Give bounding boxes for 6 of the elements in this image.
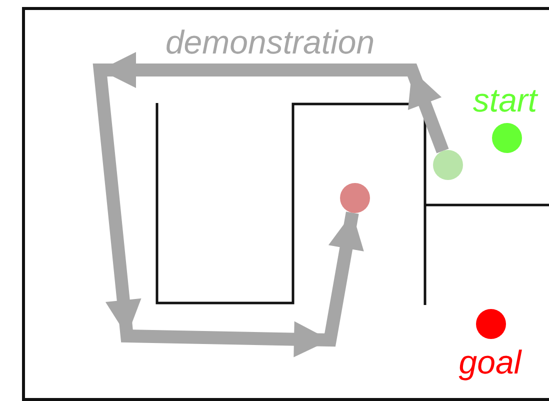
dot: [433, 150, 463, 180]
dot: [340, 183, 370, 213]
dot: [476, 309, 506, 339]
point-label: start: [472, 84, 538, 116]
point-label: goal: [458, 346, 522, 378]
dot: [492, 123, 522, 153]
